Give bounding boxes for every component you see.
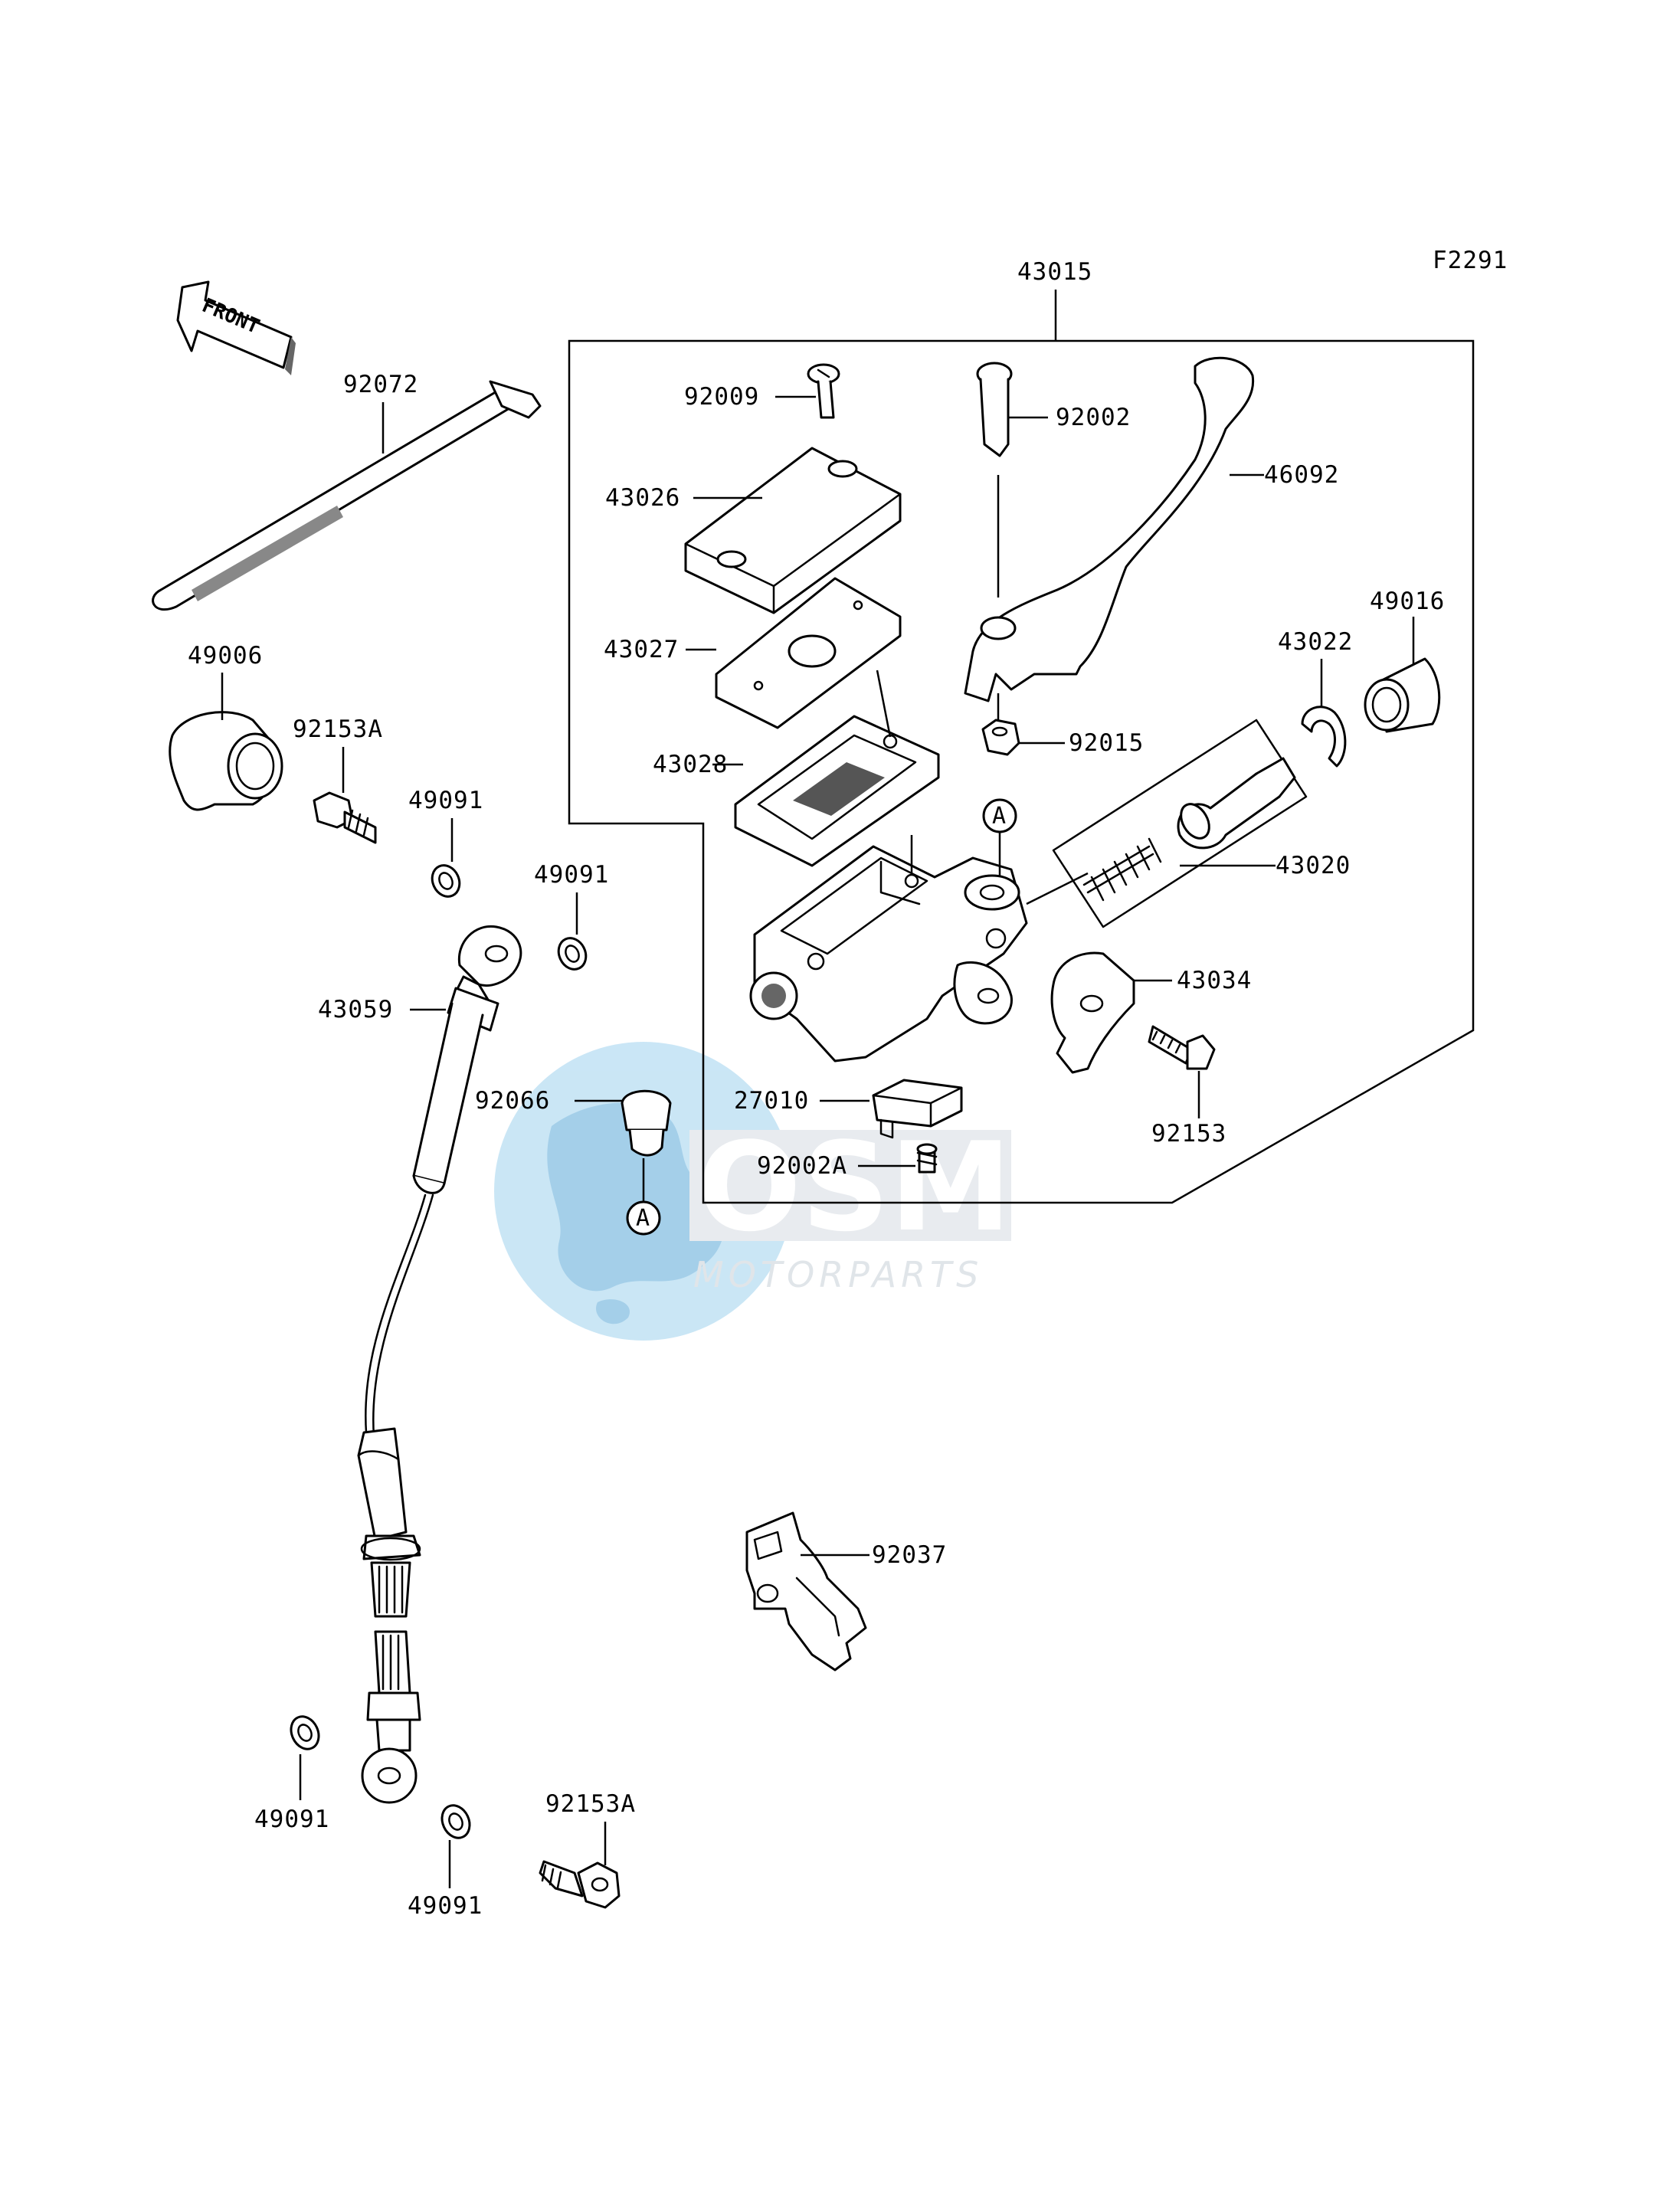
washer-49091-b: 49091 — [534, 861, 609, 971]
brake-hose-43059: 43059 — [318, 925, 522, 1804]
label-92153A-top: 92153A — [293, 715, 383, 743]
label-92009: 92009 — [684, 383, 759, 411]
watermark-brand: OSM — [697, 1115, 1011, 1259]
watermark-sub: MOTORPARTS — [693, 1254, 983, 1295]
washer-49091-c: 49091 — [254, 1715, 329, 1833]
label-92015: 92015 — [1069, 729, 1144, 757]
label-43034: 43034 — [1177, 967, 1252, 994]
label-43020: 43020 — [1276, 852, 1351, 879]
washer-49091-a: 49091 — [408, 787, 483, 898]
label-43059: 43059 — [318, 996, 393, 1023]
label-49091-b: 49091 — [534, 861, 609, 889]
label-49006: 49006 — [188, 642, 263, 670]
label-43015: 43015 — [1017, 258, 1092, 286]
brake-switch-27010: 27010 — [734, 1079, 963, 1139]
svg-text:A: A — [992, 803, 1006, 830]
boot-49016: 49016 — [1364, 588, 1445, 733]
watermark-land — [547, 1102, 725, 1292]
svg-text:A: A — [636, 1205, 650, 1232]
label-43028: 43028 — [653, 751, 728, 778]
reference-mark-a-top: A — [982, 798, 1017, 877]
label-92153: 92153 — [1151, 1120, 1226, 1148]
diaphragm-43028: 43028 — [653, 670, 940, 867]
label-92002: 92002 — [1056, 404, 1131, 431]
washer-49091-d: 49091 — [408, 1804, 483, 1920]
reservoir-cap-43026: 43026 — [605, 447, 902, 614]
label-49091-d: 49091 — [408, 1892, 483, 1920]
label-46092: 46092 — [1264, 461, 1339, 489]
reference-mark-a-bottom: A — [626, 1200, 661, 1236]
assembly-43015-box: 43015 — [568, 258, 1475, 1204]
cap-92066: 92066 — [475, 1087, 672, 1201]
nut-92015: 92015 — [981, 693, 1144, 757]
label-92037: 92037 — [872, 1541, 947, 1569]
screw-92002A: 92002A — [757, 1143, 938, 1180]
label-49091-a: 49091 — [408, 787, 483, 814]
diaphragm-plate-43027: 43027 — [604, 577, 902, 729]
clamp-43034: 43034 — [1050, 951, 1252, 1074]
label-92002A: 92002A — [757, 1152, 847, 1180]
watermark-logo: OSM MOTORPARTS — [494, 1042, 1011, 1341]
label-49016: 49016 — [1370, 588, 1445, 615]
lever-46092: 46092 — [964, 356, 1339, 702]
boot-49006: 49006 — [169, 642, 283, 811]
label-27010: 27010 — [734, 1087, 809, 1115]
clip-92037: 92037 — [745, 1511, 947, 1671]
banjo-bolt-92153A-bottom: 92153A — [539, 1790, 636, 1909]
front-arrow: FRONT — [176, 280, 296, 375]
label-92072: 92072 — [343, 371, 418, 398]
label-92066: 92066 — [475, 1087, 550, 1115]
figure-code: F2291 — [1433, 247, 1508, 274]
label-49091-c: 49091 — [254, 1806, 329, 1833]
cable-tie-92072: 92072 — [152, 371, 542, 611]
banjo-bolt-92153A-top: 92153A — [293, 715, 383, 844]
pivot-bolt-92002: 92002 — [976, 362, 1131, 598]
label-43022: 43022 — [1278, 628, 1353, 656]
master-cylinder-body — [749, 835, 1089, 1062]
label-92153A-bottom: 92153A — [545, 1790, 636, 1818]
label-43026: 43026 — [605, 484, 680, 512]
screw-92009: 92009 — [684, 363, 840, 419]
circlip-43022: 43022 — [1278, 628, 1353, 768]
clamp-bolt-92153: 92153 — [1148, 1025, 1226, 1148]
piston-kit-43020: 43020 — [1052, 719, 1351, 928]
watermark-brand-block — [689, 1130, 1011, 1241]
label-43027: 43027 — [604, 636, 679, 663]
